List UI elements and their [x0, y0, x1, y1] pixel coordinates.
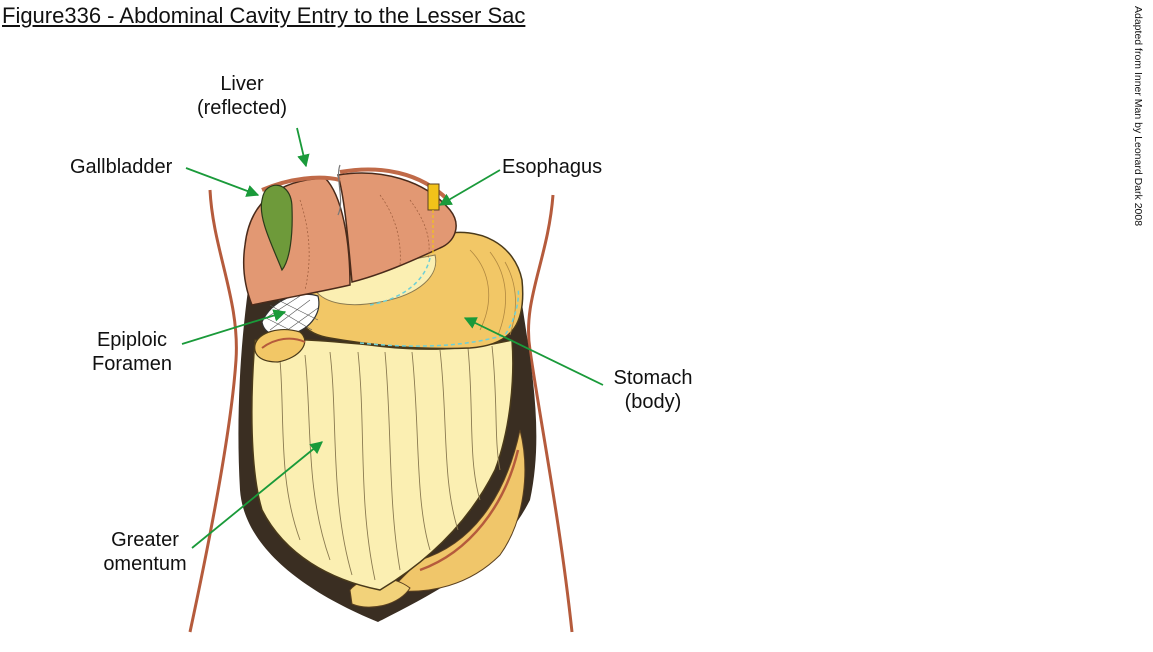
label-greater-omentum: Greater omentum: [90, 528, 200, 576]
label-stomach: Stomach (body): [600, 366, 706, 414]
liver-left-lobe: [337, 172, 457, 283]
label-epiploic-foramen: Epiploic Foramen: [82, 328, 182, 376]
gallbladder: [260, 184, 293, 272]
omentum-dashed-outline: [359, 287, 520, 347]
leader-liver: [296, 127, 310, 168]
body-wall-left: [188, 189, 238, 633]
label-esophagus: Esophagus: [502, 156, 603, 178]
leader-lines: [181, 127, 604, 549]
label-stomach-line2: (body): [624, 391, 682, 413]
figure-credit: Adapted from Inner Man by Leonard Dark 2…: [1132, 6, 1144, 227]
label-stomach-line1: Stomach: [613, 367, 693, 389]
leader-stomach: [463, 317, 604, 386]
leader-epiploic: [181, 309, 287, 345]
stomach-dashed-outline: [369, 257, 431, 306]
label-liver: Liver (reflected): [186, 72, 298, 120]
liver-right-lobe: [242, 177, 351, 306]
label-epiploic-line2: Foramen: [91, 353, 173, 375]
stomach-rugae: [469, 249, 516, 336]
label-epiploic-line1: Epiploic: [96, 329, 168, 351]
esophagus: [427, 183, 440, 211]
body-wall-right: [527, 194, 574, 633]
label-liver-line1: Liver: [220, 73, 264, 95]
label-omentum-line1: Greater: [111, 529, 179, 551]
leader-esophagus: [438, 169, 501, 206]
leader-omentum: [191, 441, 323, 549]
leader-gallbladder: [185, 167, 260, 197]
greater-omentum: [251, 338, 514, 591]
liver-texture: [299, 194, 430, 291]
label-liver-line2: (reflected): [196, 97, 288, 119]
falciform-ligament: [337, 164, 342, 216]
omentum-folds: [279, 345, 501, 581]
transverse-colon: [388, 429, 526, 592]
figure-title: Figure336 - Abdominal Cavity Entry to th…: [2, 3, 526, 28]
label-gallbladder: Gallbladder: [70, 156, 173, 178]
label-omentum-line2: omentum: [103, 553, 187, 575]
